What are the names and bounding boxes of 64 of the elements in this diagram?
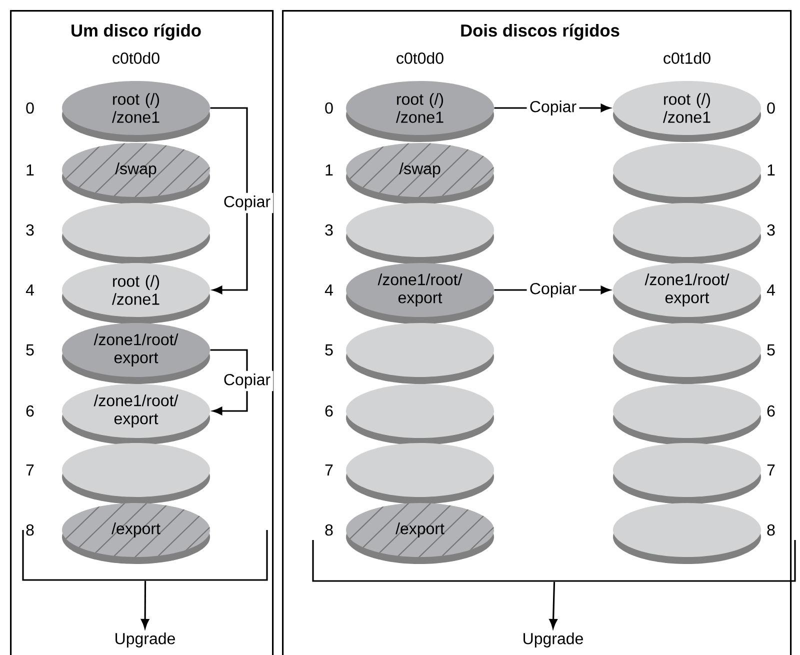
slice-number: 8 <box>767 524 775 536</box>
disk-name: c0t0d0 <box>112 52 160 64</box>
slice-number: 4 <box>324 284 333 296</box>
slice-number: 7 <box>767 464 775 476</box>
slice-number: 1 <box>768 164 775 176</box>
disk-slice: /swap <box>62 143 210 204</box>
slice-number: 4 <box>766 284 775 296</box>
slice-number: 3 <box>26 224 34 236</box>
disk-name: c0t0d0 <box>396 52 444 64</box>
disk-slice: /zone1/root/ export <box>613 263 761 324</box>
disk-slice <box>346 203 494 264</box>
slice-number: 6 <box>26 405 34 417</box>
disk-slice <box>613 323 761 384</box>
disk-slice <box>346 323 494 384</box>
slice-number: 8 <box>26 524 34 536</box>
edge-label: Copiar <box>220 192 274 214</box>
disk-slice <box>613 443 761 504</box>
disk-slice: /export <box>346 503 494 564</box>
bracket <box>312 540 796 582</box>
panel-heading: Um disco rígido <box>72 24 201 40</box>
disk-slice: /export <box>62 503 210 564</box>
slice-number: 1 <box>26 164 34 176</box>
disk-slice: /zone1/root/ export <box>62 323 210 384</box>
disk-slice <box>346 384 494 445</box>
disk-slice: root (/) /zone1 <box>613 81 761 142</box>
slice-number: 6 <box>767 405 775 417</box>
disk-slice <box>613 384 761 445</box>
disk-slice <box>62 203 210 264</box>
disk-slice <box>613 503 761 564</box>
disk-slice <box>62 443 210 504</box>
slice-number: 7 <box>325 464 333 476</box>
slice-number: 0 <box>767 102 775 114</box>
slice-number: 1 <box>326 164 333 176</box>
slice-number: 0 <box>26 102 34 114</box>
disk-name: c0t1d0 <box>664 52 710 64</box>
disk-slice: /swap <box>346 143 494 204</box>
slice-number: 7 <box>26 464 34 476</box>
slice-number: 0 <box>325 102 333 114</box>
disk-slice: root (/) /zone1 <box>62 263 210 324</box>
arrow <box>210 107 248 294</box>
result-text: Upgrade <box>116 632 175 648</box>
arrow <box>141 580 150 629</box>
edge-label: Copiar <box>526 280 580 300</box>
disk-slice: root (/) /zone1 <box>62 81 210 142</box>
disk-slice <box>613 143 761 204</box>
disk-slice: /zone1/root/ export <box>62 384 210 445</box>
disk-slice <box>346 443 494 504</box>
slice-number: 8 <box>325 524 333 536</box>
arrow <box>210 349 248 416</box>
edge-label: Copiar <box>220 370 274 392</box>
slice-number: 5 <box>26 344 34 356</box>
disk-slice: root (/) /zone1 <box>346 81 494 142</box>
slice-number: 5 <box>325 344 333 356</box>
slice-number: 6 <box>325 405 333 417</box>
slice-number: 3 <box>325 224 333 236</box>
arrow <box>549 582 558 629</box>
disk-slice: /zone1/root/ export <box>346 263 494 324</box>
edge-label: Copiar <box>526 98 580 118</box>
disk-slice <box>613 203 761 264</box>
slice-number: 4 <box>26 284 34 296</box>
slice-number: 5 <box>767 344 775 356</box>
panel-heading: Dois discos rígidos <box>461 24 620 40</box>
result-text: Upgrade <box>524 632 583 648</box>
slice-number: 3 <box>767 224 775 236</box>
